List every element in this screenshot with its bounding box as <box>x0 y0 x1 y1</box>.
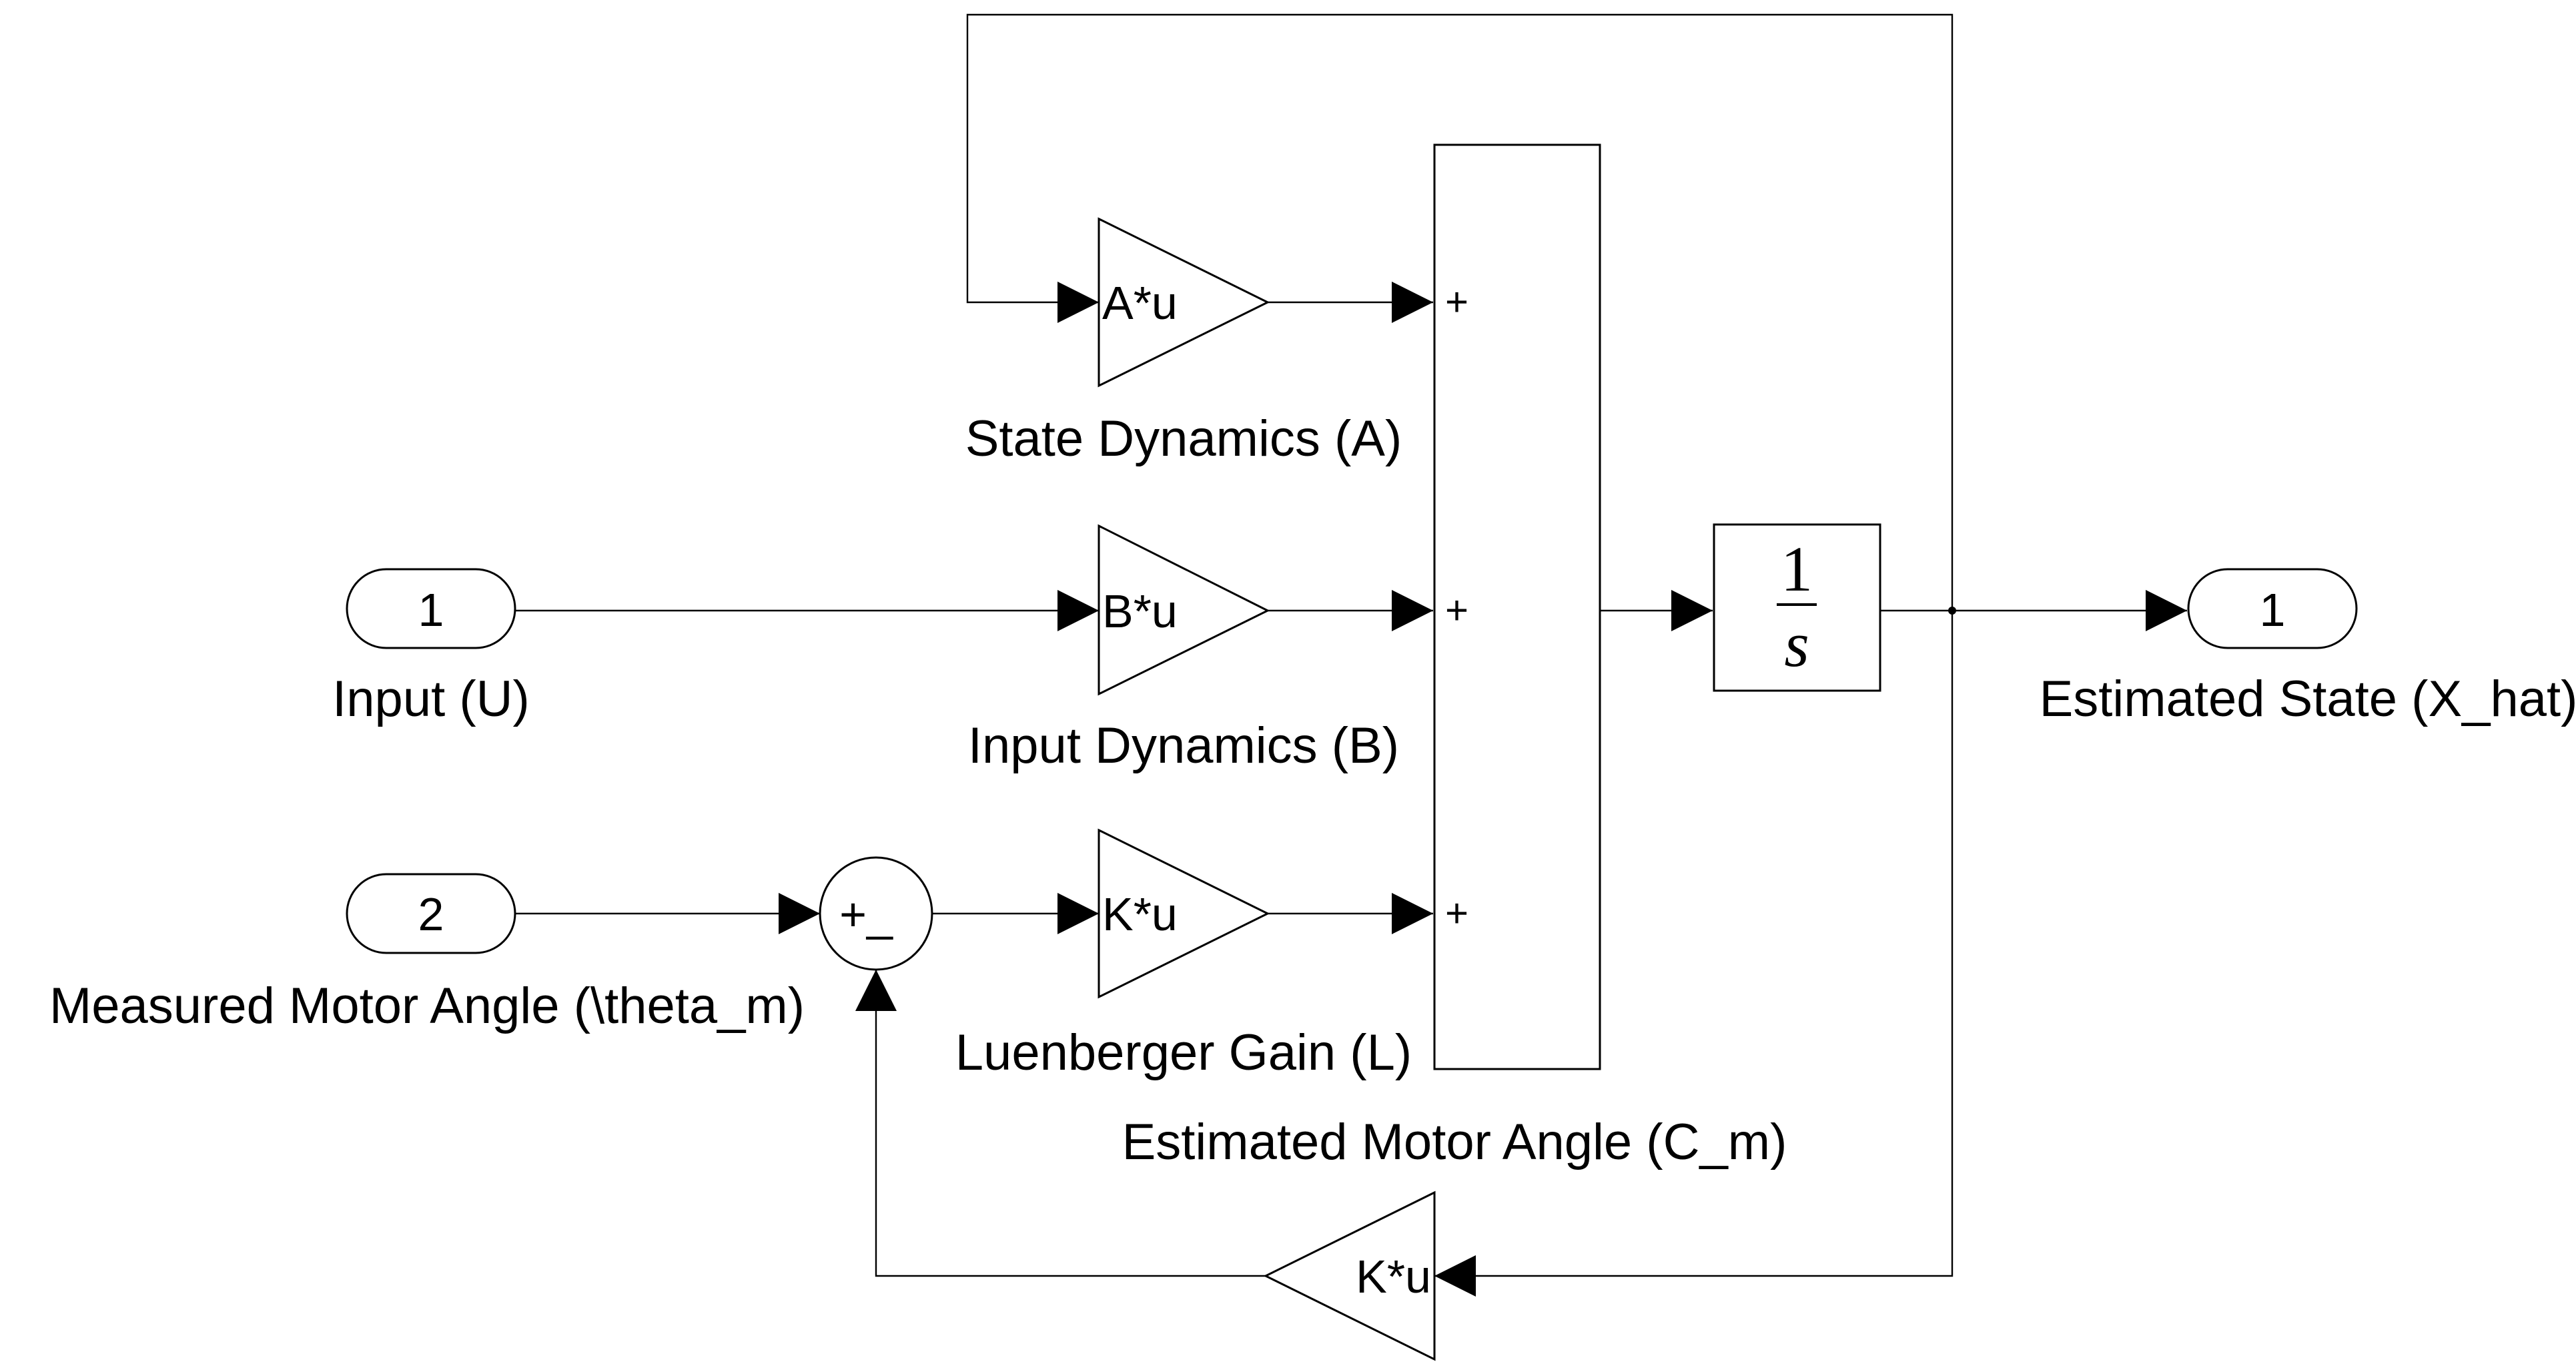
gain-luenberger-text: K*u <box>1102 888 1178 940</box>
inport-measured-angle-number: 2 <box>418 888 444 940</box>
sum-sign-2: + <box>1445 588 1468 633</box>
gain-state-dynamics[interactable]: A*u <box>1098 217 1270 388</box>
gain-input-dynamics-label: Input Dynamics (B) <box>968 717 1399 774</box>
sum-error[interactable]: +_ <box>819 856 933 971</box>
inport-input-number: 1 <box>418 584 444 636</box>
inport-measured-angle-label: Measured Motor Angle (\theta_m) <box>49 978 805 1034</box>
sum-sign-1: + <box>1445 280 1468 324</box>
gain-luenberger-label: Luenberger Gain (L) <box>955 1024 1412 1081</box>
wire-branch-to-cm <box>1434 611 1954 1297</box>
outport-estimated-state-label: Estimated State (X_hat) <box>2040 671 2576 727</box>
gain-estimated-motor-angle-text: K*u <box>1356 1251 1431 1303</box>
gain-estimated-motor-angle-label: Estimated Motor Angle (C_m) <box>1122 1114 1787 1170</box>
integrator[interactable]: 1 s <box>1713 523 1881 692</box>
gain-input-dynamics-text: B*u <box>1102 585 1178 637</box>
sum-state-update[interactable]: + + + <box>1433 143 1601 1070</box>
gain-state-dynamics-text: A*u <box>1102 277 1178 329</box>
wire-state-feedback <box>966 13 1954 611</box>
inport-measured-angle[interactable]: 2 <box>346 873 516 954</box>
inport-input-label: Input (U) <box>332 671 530 727</box>
inport-input[interactable]: 1 <box>346 568 516 649</box>
sum-sign-3: + <box>1445 891 1468 936</box>
sum-error-signs: +_ <box>839 888 893 940</box>
outport-estimated-state[interactable]: 1 <box>2187 568 2358 649</box>
gain-state-dynamics-label: State Dynamics (A) <box>965 410 1402 467</box>
integrator-denominator: s <box>1784 609 1809 680</box>
integrator-numerator: 1 <box>1781 533 1813 605</box>
wire-cm-to-error-sum <box>855 970 1266 1277</box>
branch-point <box>1948 607 1956 615</box>
gain-input-dynamics[interactable]: B*u <box>1098 524 1270 696</box>
outport-estimated-state-number: 1 <box>2260 584 2286 636</box>
gain-estimated-motor-angle[interactable]: K*u <box>1263 1190 1436 1361</box>
gain-luenberger[interactable]: K*u <box>1098 828 1270 999</box>
